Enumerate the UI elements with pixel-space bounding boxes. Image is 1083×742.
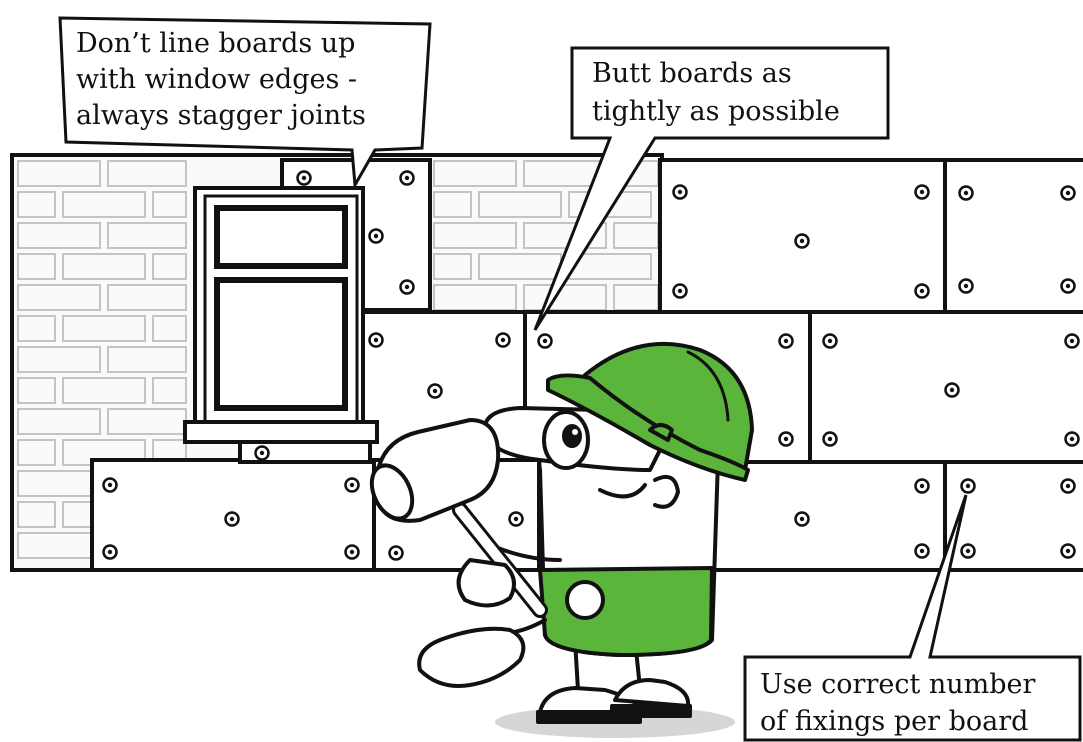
callout-butt-line1: Butt boards as (592, 58, 792, 89)
fixing-screw-icon (427, 383, 443, 399)
fixing-screw-icon (914, 184, 930, 200)
brick (17, 222, 101, 249)
brick (107, 346, 187, 373)
fixing-screw-icon (224, 511, 240, 527)
body-band (538, 566, 714, 657)
fixing-screw-icon (368, 228, 384, 244)
brick (152, 315, 187, 342)
callout-window-line2: with window edges - (76, 64, 357, 95)
fixing-screw-icon (672, 283, 688, 299)
brick (62, 377, 146, 404)
callout-window: Don’t line boards up with window edges -… (58, 16, 432, 190)
window (183, 186, 379, 444)
builder-character (369, 341, 754, 738)
fixing-screw-icon (102, 477, 118, 493)
brick (433, 191, 472, 218)
fixing-screw-icon (794, 233, 810, 249)
fixing-screw-icon (399, 279, 415, 295)
brick (433, 160, 517, 187)
fixing-screw-icon (778, 431, 794, 447)
brick (17, 346, 101, 373)
callout-butt-line2: tightly as possible (592, 96, 840, 127)
hard-hat-icon (546, 341, 754, 482)
brick (152, 377, 187, 404)
fixing-screw-icon (388, 545, 404, 561)
fixing-screw-icon (794, 511, 810, 527)
brick (107, 160, 187, 187)
fixing-screw-icon (914, 543, 930, 559)
brick (17, 284, 101, 311)
fixing-screw-icon (914, 478, 930, 494)
fixing-screw-icon (914, 283, 930, 299)
fixing-screw-icon (344, 477, 360, 493)
brick (17, 439, 56, 466)
brick (152, 191, 187, 218)
callout-fixings-line1: Use correct number (760, 669, 1036, 700)
fixing-screw-icon (508, 511, 524, 527)
callout-window-line3: always stagger joints (76, 100, 366, 131)
window-sill (183, 420, 379, 444)
brick (17, 408, 101, 435)
callout-fixings: Use correct number of fixings per board (743, 494, 1082, 742)
callout-fixings-line2: of fixings per board (760, 706, 1028, 737)
brick (107, 284, 187, 311)
fixing-screw-icon (1060, 278, 1076, 294)
fixing-screw-icon (1064, 431, 1080, 447)
fixing-screw-icon (960, 543, 976, 559)
brick (433, 222, 517, 249)
fixing-screw-icon (1060, 543, 1076, 559)
fixing-screw-icon (102, 544, 118, 560)
brick (17, 501, 56, 528)
brick (62, 191, 146, 218)
fixing-screw-icon (1064, 333, 1080, 349)
callout-window-line1: Don’t line boards up (76, 28, 355, 59)
fixing-screw-icon (1060, 185, 1076, 201)
fixing-screw-icon (254, 445, 270, 461)
fixing-screw-icon (778, 333, 794, 349)
brick (433, 253, 472, 280)
fixing-screw-icon (495, 332, 511, 348)
brick (17, 191, 56, 218)
hammer-icon (369, 418, 548, 618)
fixing-screw-icon (399, 170, 415, 186)
fixing-screw-icon (958, 185, 974, 201)
fixing-screw-icon (537, 333, 553, 349)
brick (17, 315, 56, 342)
brick (478, 191, 562, 218)
brick (107, 222, 187, 249)
brick (152, 253, 187, 280)
fixing-screw-icon (344, 544, 360, 560)
fixing-screw-icon (944, 382, 960, 398)
brick (17, 253, 56, 280)
fixing-screw-icon (368, 332, 384, 348)
brick (62, 315, 146, 342)
fixing-screw-icon (296, 170, 312, 186)
brick (62, 253, 146, 280)
fixing-screw-icon (822, 333, 838, 349)
callout-butt: Butt boards as tightly as possible (533, 46, 890, 331)
fixing-screw-icon (1060, 478, 1076, 494)
fixing-screw-icon (672, 184, 688, 200)
board-low-3 (708, 460, 947, 572)
brick (523, 222, 607, 249)
brick (17, 377, 56, 404)
fixing-screw-icon (960, 478, 976, 494)
brick (17, 160, 101, 187)
fixing-screw-icon (958, 278, 974, 294)
fixing-screw-icon (822, 431, 838, 447)
